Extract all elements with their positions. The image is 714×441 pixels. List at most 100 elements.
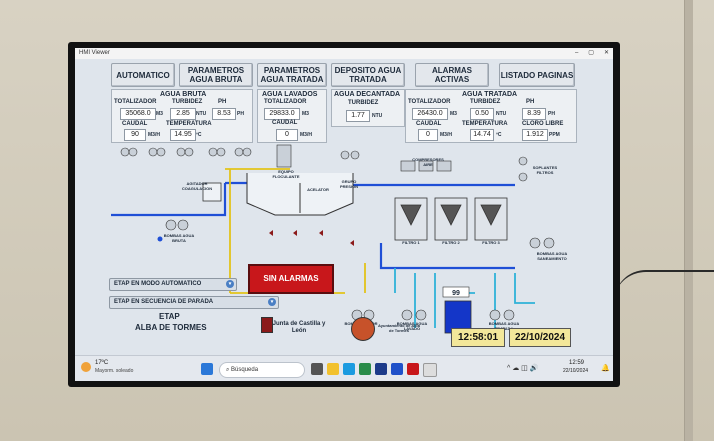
weather-desc[interactable]: Mayorm. soleado bbox=[95, 368, 134, 374]
agua-bruta-title: AGUA BRUTA bbox=[160, 91, 207, 98]
agua-bruta-panel: AGUA BRUTA TOTALIZADOR TURBIDEZ PH 35068… bbox=[111, 89, 253, 143]
agua-bruta-temperatura-value: 14.95 bbox=[170, 129, 196, 141]
app-icon-red[interactable] bbox=[407, 363, 419, 375]
taskbar-search[interactable]: ⌕ Búsqueda bbox=[219, 362, 305, 378]
app-icon-navy[interactable] bbox=[375, 363, 387, 375]
edge-icon[interactable] bbox=[343, 363, 355, 375]
label-bombas-agua-bruta: BOMBAS AGUA BRUTA bbox=[163, 233, 195, 243]
agua-tratada-turbidez-label: TURBIDEZ bbox=[470, 99, 501, 105]
app-icon-blue[interactable] bbox=[391, 363, 403, 375]
app-icon-green[interactable] bbox=[359, 363, 371, 375]
agua-decantada-title: AGUA DECANTADA bbox=[334, 91, 401, 98]
agua-bruta-totalizador-unit: M3 bbox=[156, 111, 163, 117]
agua-decantada-turbidez-unit: NTU bbox=[372, 113, 383, 119]
agua-decantada-turbidez-label: TURBIDEZ bbox=[348, 100, 379, 106]
tab-alarmas-activas[interactable]: ALARMAS ACTIVAS bbox=[415, 63, 489, 87]
label-acelator: ACELATOR bbox=[307, 187, 329, 192]
agua-tratada-temperatura-unit: ºC bbox=[496, 132, 502, 138]
pumps-bottom bbox=[351, 309, 515, 321]
tab-parametros-agua-tratada[interactable]: PARAMETROS AGUA TRATADA bbox=[257, 63, 327, 87]
taskbar-clock-date[interactable]: 22/10/2024 bbox=[563, 368, 589, 374]
agua-bruta-turbidez-value: 2.85 bbox=[170, 108, 196, 120]
agua-bruta-ph-label: PH bbox=[218, 99, 227, 105]
tab-listado-paginas[interactable]: LISTADO PAGINAS bbox=[499, 63, 575, 87]
label-filtro-3: FILTRO 3 bbox=[482, 240, 500, 245]
agua-tratada-cloro-value: 1.912 bbox=[522, 129, 548, 141]
label-equipo-floculante: EQUIPO FLOCULANTE bbox=[272, 169, 300, 179]
pumps-agua-bruta bbox=[165, 219, 189, 231]
agua-lavados-totalizador-label: TOTALIZADOR bbox=[264, 99, 307, 105]
floculante-equipment bbox=[276, 144, 292, 168]
task-view-icon[interactable] bbox=[311, 363, 323, 375]
label-bombas-agua-saneamiento: BOMBAS AGUA SANEAMIENTO bbox=[536, 251, 568, 261]
agua-tratada-caudal-unit: M3/H bbox=[440, 132, 452, 138]
agua-lavados-caudal-unit: M3/H bbox=[300, 132, 312, 138]
agua-lavados-totalizador-unit: M3 bbox=[302, 111, 309, 117]
label-filtro-2: FILTRO 2 bbox=[442, 240, 460, 245]
scada-main-panel: AUTOMATICO PARAMETROS AGUA BRUTA PARAMET… bbox=[75, 59, 613, 355]
junta-text: Junta de Castilla y León bbox=[272, 321, 326, 334]
plant-name-line-1: ETAP bbox=[159, 312, 180, 321]
notification-bell-icon[interactable]: 🔔 bbox=[601, 365, 610, 372]
agua-tratada-panel: AGUA TRATADA TOTALIZADOR TURBIDEZ PH 264… bbox=[405, 89, 577, 143]
tv-screen: HMI Viewer – ▢ ✕ AUTOMATICO PARAMETROS A… bbox=[75, 48, 613, 381]
minimize-icon[interactable]: – bbox=[574, 50, 579, 56]
agua-bruta-temperatura-unit: ºC bbox=[196, 132, 202, 138]
junta-logo bbox=[261, 317, 273, 333]
tab-automatico[interactable]: AUTOMATICO bbox=[111, 63, 175, 87]
agua-tratada-caudal-label: CAUDAL bbox=[416, 121, 442, 127]
alarm-status-button[interactable]: SIN ALARMAS bbox=[248, 264, 334, 294]
agua-bruta-ph-unit: PH bbox=[237, 111, 244, 117]
treated-water-tank bbox=[444, 300, 472, 334]
file-explorer-icon[interactable] bbox=[327, 363, 339, 375]
process-diagram bbox=[111, 144, 555, 334]
agua-bruta-ph-value: 8.53 bbox=[212, 108, 236, 120]
hmi-app-icon[interactable] bbox=[423, 363, 437, 377]
label-agitador-coagulacion: AGITADOR COAGULACION bbox=[181, 181, 213, 191]
agua-lavados-caudal-label: CAUDAL bbox=[272, 120, 298, 126]
label-compresores-aire: COMPRESORES AIRE bbox=[412, 157, 444, 167]
pump-row-top bbox=[120, 147, 252, 157]
agua-tratada-totalizador-unit: M3 bbox=[450, 111, 457, 117]
windows-start-icon[interactable] bbox=[201, 363, 213, 375]
agua-tratada-temperatura-label: TEMPERATURA bbox=[462, 121, 508, 127]
tab-deposito-agua-tratada[interactable]: DEPOSITO AGUA TRATADA bbox=[331, 63, 405, 87]
level-sensor bbox=[157, 236, 163, 242]
agua-tratada-cloro-label: CLORO LIBRE bbox=[522, 121, 564, 127]
agua-tratada-ph-value: 8.39 bbox=[522, 108, 546, 120]
chevron-down-icon[interactable]: ▾ bbox=[268, 298, 276, 306]
hmi-clock-date: 22/10/2024 bbox=[509, 328, 571, 347]
label-filtro-1: FILTRO 1 bbox=[402, 240, 420, 245]
search-placeholder: Búsqueda bbox=[231, 367, 259, 373]
taskbar-clock-time[interactable]: 12:59 bbox=[569, 360, 585, 366]
agua-tratada-totalizador-value: 26430.0 bbox=[412, 108, 448, 120]
weather-temp[interactable]: 17ºC bbox=[95, 360, 109, 366]
ayuntamiento-crest bbox=[351, 317, 375, 341]
coagulation-tank bbox=[202, 182, 222, 202]
agua-bruta-totalizador-value: 35068.0 bbox=[120, 108, 156, 120]
search-icon: ⌕ bbox=[226, 367, 230, 373]
agua-lavados-totalizador-value: 29833.0 bbox=[264, 108, 300, 120]
maximize-icon[interactable]: ▢ bbox=[588, 50, 594, 56]
status-secuencia-parada[interactable]: ETAP EN SECUENCIA DE PARADA ▾ bbox=[109, 296, 279, 309]
agua-decantada-panel: AGUA DECANTADA TURBIDEZ 1.77 NTU bbox=[331, 89, 405, 127]
close-icon[interactable]: ✕ bbox=[603, 50, 609, 56]
tab-parametros-agua-bruta[interactable]: PARAMETROS AGUA BRUTA bbox=[179, 63, 253, 87]
agua-bruta-caudal-unit: M3/H bbox=[148, 132, 160, 138]
agua-tratada-turbidez-value: 0.50 bbox=[470, 108, 494, 120]
agua-tratada-ph-label: PH bbox=[526, 99, 535, 105]
flow-arrows bbox=[269, 230, 354, 246]
agua-tratada-ph-unit: PH bbox=[548, 111, 555, 117]
tray-icons[interactable]: ^ ☁ ◫ 🔊 bbox=[507, 365, 539, 372]
agua-tratada-caudal-value: 0 bbox=[418, 129, 438, 141]
status-modo-automatico[interactable]: ETAP EN MODO AUTOMATICO ▾ bbox=[109, 278, 237, 291]
windows-taskbar: 17ºC Mayorm. soleado ⌕ Búsqueda ^ ☁ ◫ 🔊 … bbox=[75, 355, 613, 381]
chevron-down-icon[interactable]: ▾ bbox=[226, 280, 234, 288]
agua-tratada-totalizador-label: TOTALIZADOR bbox=[408, 99, 451, 105]
agua-decantada-turbidez-value: 1.77 bbox=[346, 110, 370, 122]
agua-bruta-caudal-label: CAUDAL bbox=[122, 121, 148, 127]
ayuntamiento-text: Ayuntamiento de Alba de Tormes bbox=[378, 323, 420, 333]
tank-level-value: 99 bbox=[452, 290, 460, 297]
weather-icon[interactable] bbox=[81, 362, 91, 372]
agua-lavados-panel: AGUA LAVADOS TOTALIZADOR 29833.0 M3 CAUD… bbox=[257, 89, 327, 143]
